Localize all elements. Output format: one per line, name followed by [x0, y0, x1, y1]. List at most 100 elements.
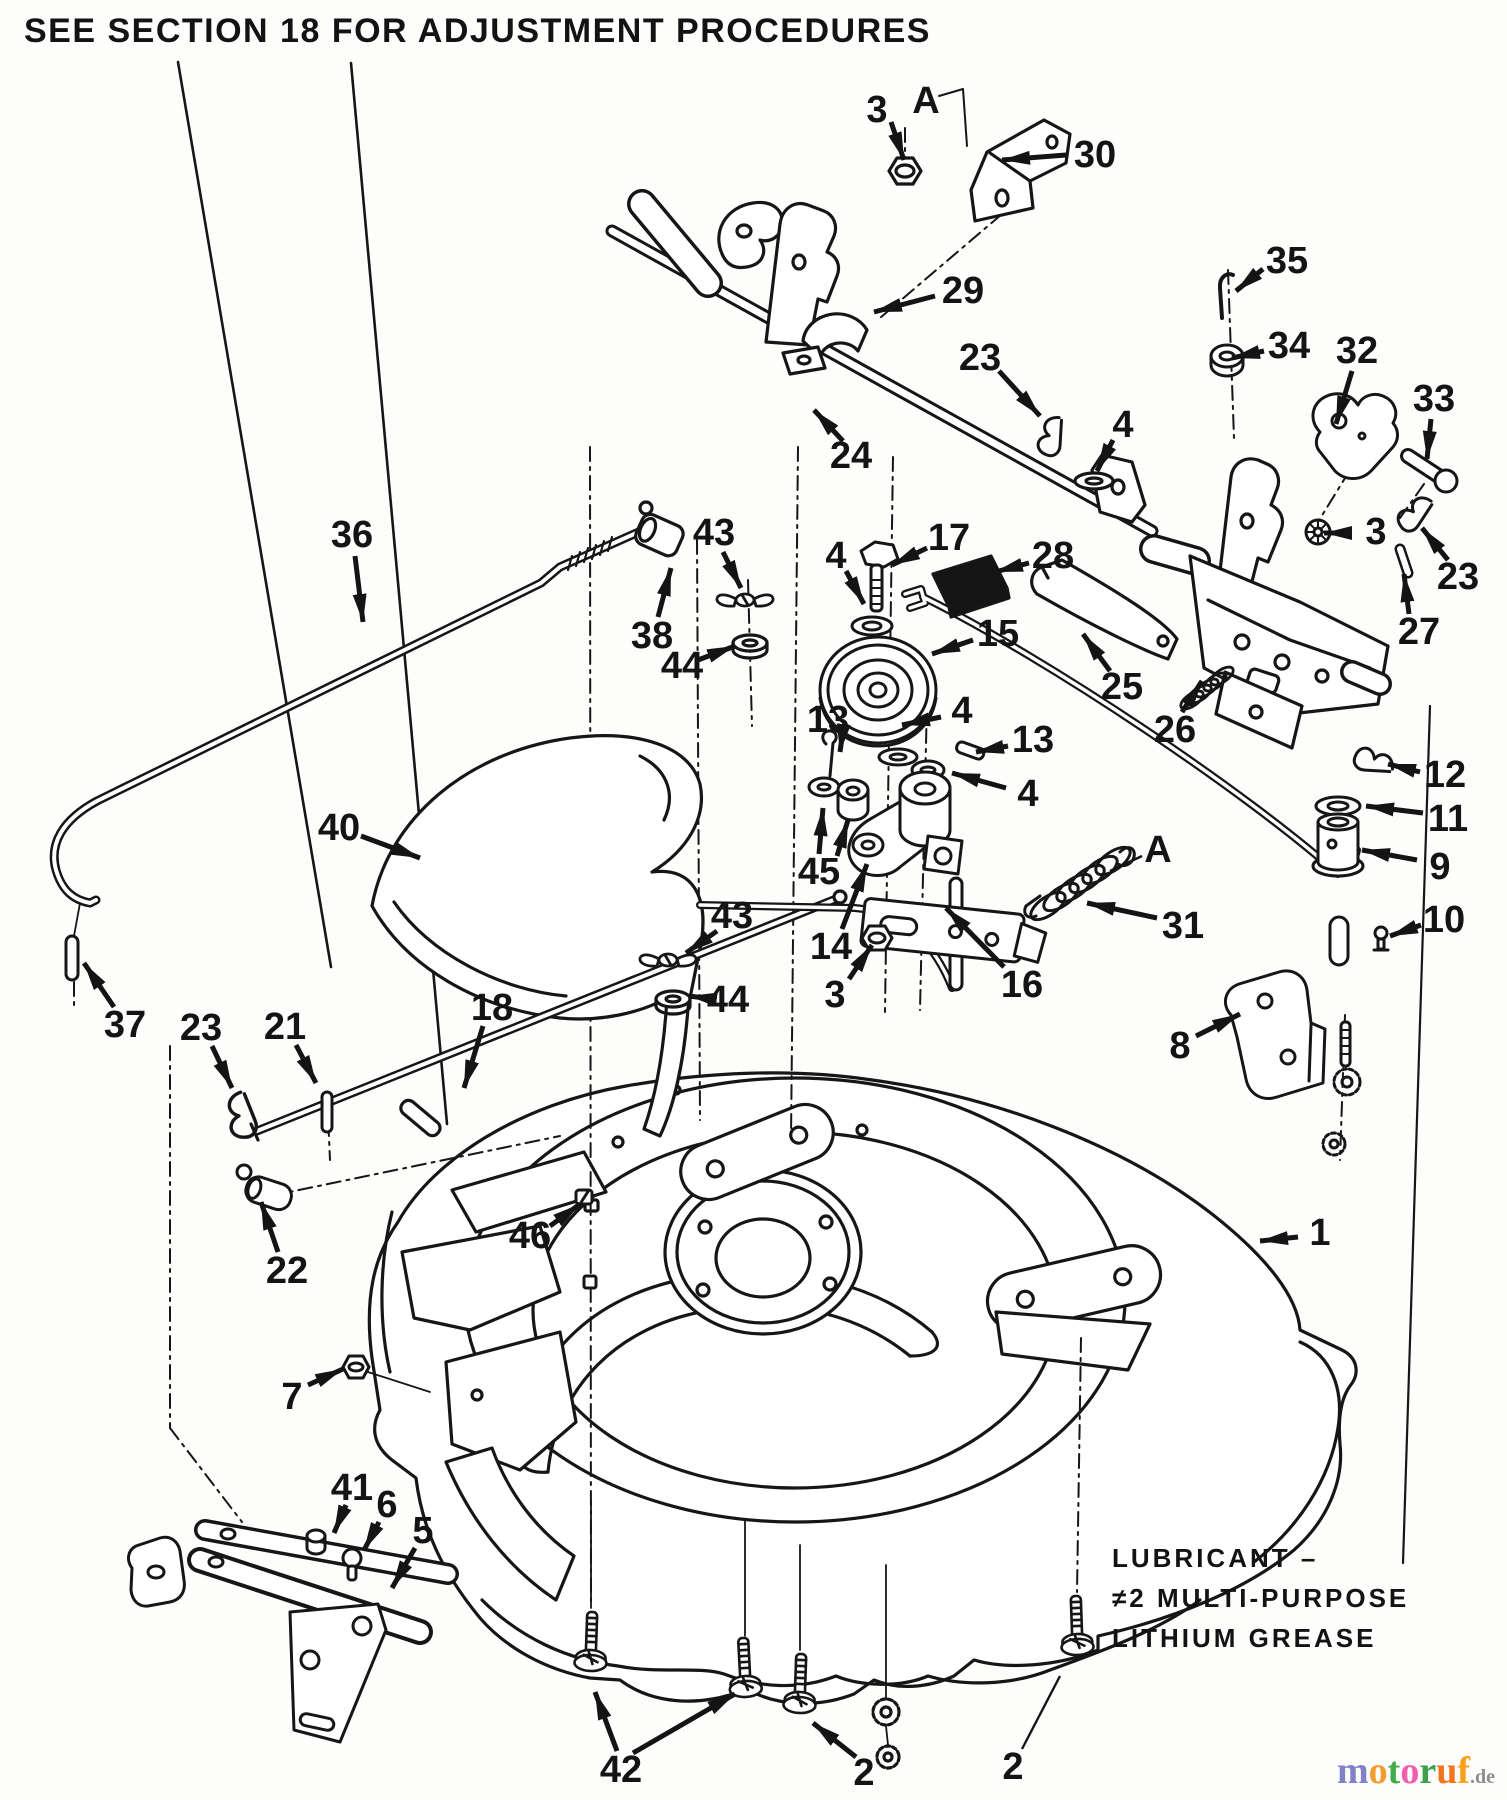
- hook-plate-32: [1311, 392, 1399, 480]
- callout-leader: [1020, 1675, 1062, 1750]
- part-number-label: 44: [661, 645, 703, 687]
- part-number-label: 3: [866, 89, 887, 131]
- callout-leader: [833, 819, 851, 857]
- watermark-letter: r: [1419, 1750, 1437, 1792]
- ferrule-22: [235, 1163, 293, 1212]
- watermark-letter: f: [1457, 1750, 1470, 1792]
- callout-leader: [548, 1201, 582, 1229]
- part-number-label: 2: [1002, 1746, 1023, 1788]
- callout-leader: [1259, 1231, 1299, 1246]
- washer-4: [877, 747, 919, 767]
- part-number-label: 32: [1336, 330, 1378, 372]
- callout-leader: [1420, 526, 1450, 562]
- part-number-label: 43: [693, 512, 735, 554]
- part-number-label: 31: [1162, 905, 1204, 947]
- callout-leader: [1094, 438, 1117, 473]
- part-number-label: 23: [959, 337, 1001, 379]
- hardware-leader-lines: [73, 704, 1432, 1746]
- part-number-label: 34: [1268, 325, 1310, 367]
- part-number-label: 4: [1112, 404, 1133, 446]
- callout-leader: [389, 1546, 418, 1590]
- part-number-label: 27: [1398, 611, 1440, 653]
- watermark-letter: u: [1436, 1750, 1458, 1792]
- title-leader-lines: [176, 60, 449, 1126]
- watermark-letter: o: [1400, 1750, 1420, 1792]
- part-number-label: 36: [331, 514, 373, 556]
- part-number-label: 28: [1032, 535, 1074, 577]
- part-number-label: 30: [1074, 134, 1116, 176]
- callout-leader: [1333, 370, 1355, 425]
- part-number-label: 4: [951, 690, 972, 732]
- part-number-label: 45: [798, 851, 840, 893]
- callout-leader: [1389, 920, 1422, 939]
- part-number-label: 42: [600, 1749, 642, 1791]
- lock-washer: [875, 1744, 901, 1770]
- callout-leader: [81, 961, 117, 1009]
- callout-leader: [1422, 418, 1437, 460]
- part-number-label: 37: [104, 1004, 146, 1046]
- pin-13: [955, 740, 986, 761]
- clutch-pivot-assembly: [1139, 457, 1392, 750]
- part-number-label: 46: [509, 1215, 551, 1257]
- part-number-label: 10: [1423, 899, 1465, 941]
- hairpin-clip-23: [1392, 490, 1439, 537]
- part-number-label: 18: [471, 987, 513, 1029]
- watermark-logo: motoruf.de: [1337, 1752, 1495, 1796]
- callout-leader: [1361, 847, 1418, 863]
- callout-leader: [873, 293, 936, 315]
- callout-leader: [1109, 854, 1143, 873]
- plate-16: [859, 897, 1048, 964]
- callout-leader: [209, 1044, 235, 1090]
- callout-leader: [843, 569, 867, 606]
- watermark-suffix: .de: [1469, 1766, 1495, 1788]
- callout-leader: [944, 906, 1006, 969]
- brake-lever-25: [1030, 558, 1179, 661]
- part-number-label: 22: [266, 1250, 308, 1292]
- callout-leader: [1194, 1011, 1242, 1039]
- callout-leader: [293, 1043, 319, 1085]
- wing-nut-43: [638, 952, 698, 968]
- screw-and-washers: [1321, 1020, 1362, 1157]
- callout-leader: [331, 1504, 352, 1534]
- callout-leader: [352, 555, 367, 623]
- cotter-pin-13: [821, 729, 838, 778]
- watermark-letter: t: [1387, 1750, 1401, 1792]
- shaft-bracket: [1090, 453, 1147, 524]
- grease-fitting-10: [1372, 925, 1390, 952]
- callout-leader: [631, 1691, 737, 1756]
- washer-44: [654, 989, 692, 1009]
- part-number-label: 25: [1101, 666, 1143, 708]
- hook-bracket-pivot: [1215, 457, 1285, 603]
- pivot-pin: [1328, 915, 1350, 967]
- callout-leader: [994, 558, 1030, 575]
- callout-leader: [360, 833, 421, 861]
- callout-leader: [1231, 345, 1265, 361]
- callout-leader: [839, 863, 870, 930]
- nut-34: [1209, 343, 1245, 378]
- callout-leader: [975, 739, 1009, 755]
- lift-shaft-assembly: [605, 189, 1159, 538]
- part-number-label: 24: [830, 435, 872, 477]
- top-bracket-30: [887, 88, 1072, 223]
- washer-44: [731, 633, 769, 653]
- pin-21: [320, 1090, 334, 1134]
- washer-45: [807, 776, 841, 798]
- callout-leader: [655, 567, 674, 618]
- part-number-label: 9: [1429, 846, 1450, 888]
- callout-leader: [461, 1025, 486, 1089]
- part-number-label: 38: [631, 615, 673, 657]
- hairpin-clip-12: [1350, 744, 1398, 779]
- part-number-label: 26: [1154, 709, 1196, 751]
- spacer-41: [305, 1528, 327, 1556]
- part-number-label: 15: [977, 613, 1019, 655]
- lubricant-note-line: LUBRICANT –: [1112, 1543, 1319, 1573]
- extension-spring-31: [1023, 845, 1136, 922]
- lubricant-note-line: ≠2 MULTI-PURPOSE: [1112, 1583, 1410, 1613]
- callout-leader: [688, 992, 718, 1007]
- part-number-label: 43: [711, 895, 753, 937]
- watermark-letter: o: [1368, 1750, 1388, 1792]
- pin-27: [1394, 543, 1414, 579]
- nut-3: [860, 924, 894, 952]
